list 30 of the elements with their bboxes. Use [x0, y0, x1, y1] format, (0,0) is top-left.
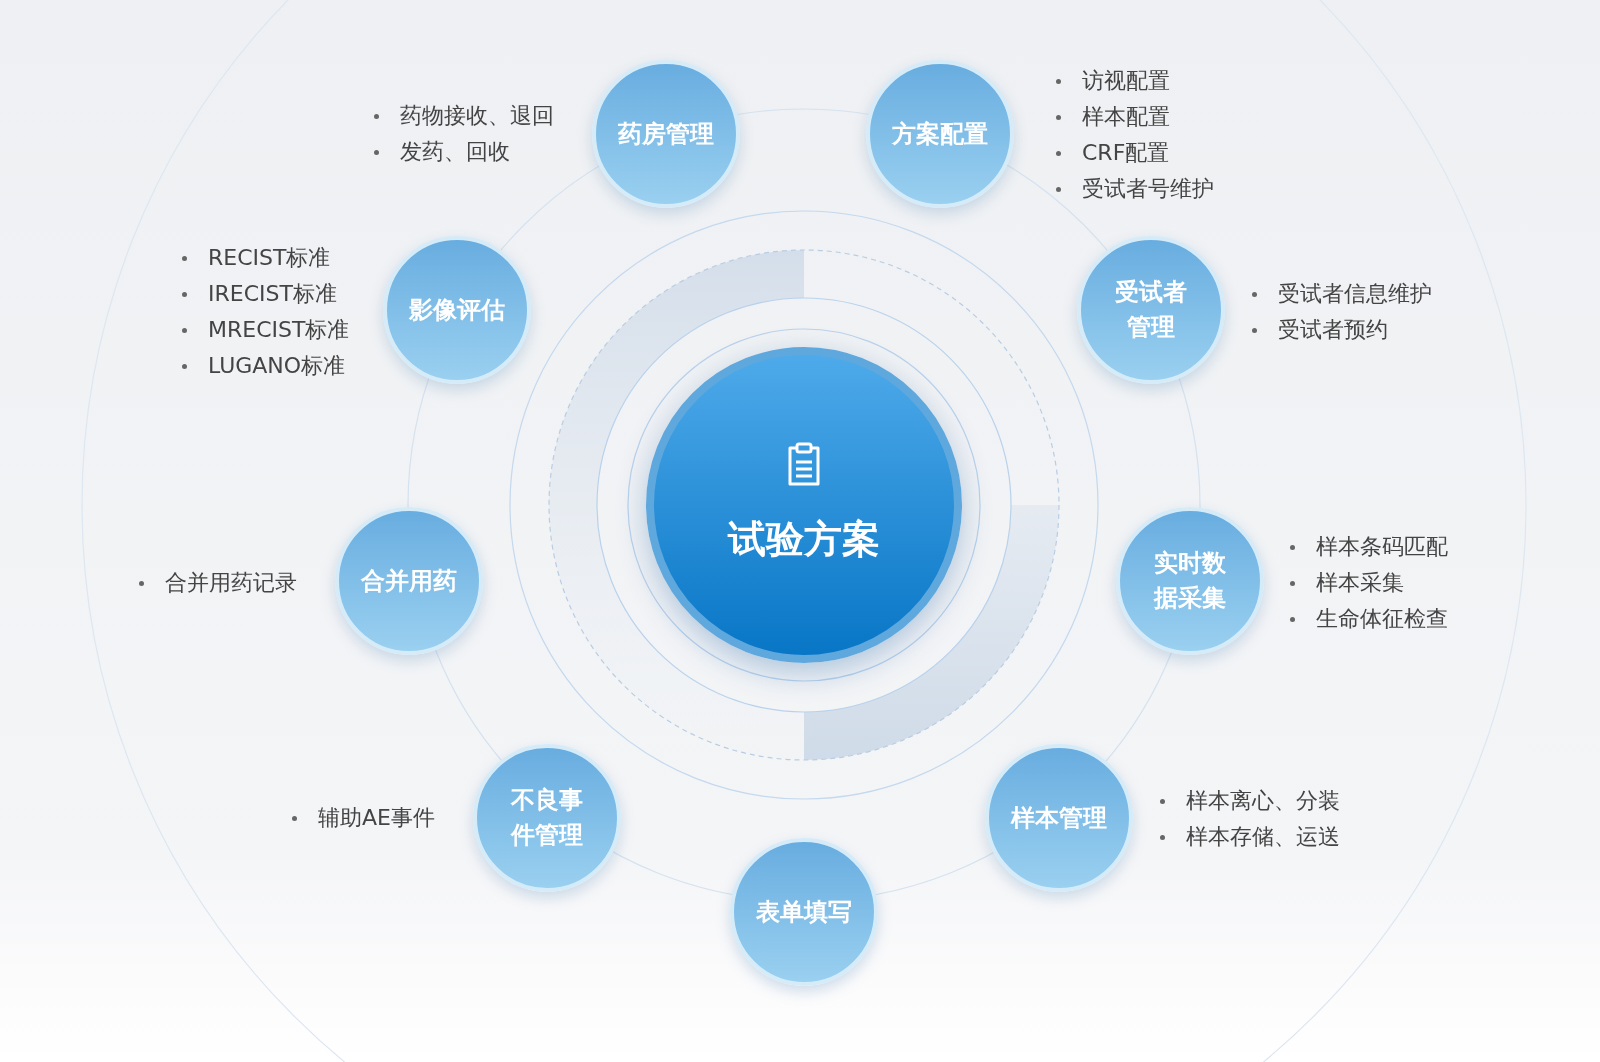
- feature-item: IRECIST标准: [208, 280, 337, 308]
- module-label: 方案配置: [892, 118, 988, 150]
- feature-item: 药物接收、退回: [400, 102, 554, 130]
- feature-item: 辅助AE事件: [318, 804, 435, 832]
- feature-item: 样本配置: [1082, 103, 1170, 131]
- feature-item: 样本条码匹配: [1316, 533, 1448, 561]
- feature-item: 访视配置: [1082, 67, 1170, 95]
- module-label: 影像评估: [409, 294, 505, 326]
- feature-item: 发药、回收: [400, 138, 510, 166]
- module-label: 表单填写: [756, 896, 852, 928]
- feature-item: 受试者预约: [1278, 316, 1388, 344]
- feature-item: 样本离心、分装: [1186, 787, 1340, 815]
- module-label: 样本管理: [1011, 802, 1107, 834]
- feature-item: LUGANO标准: [208, 352, 346, 380]
- module-label: 实时数据采集: [1152, 548, 1227, 614]
- feature-item: 合并用药记录: [165, 569, 297, 597]
- module-label: 受试者管理: [1114, 277, 1188, 343]
- feature-item: MRECIST标准: [208, 316, 350, 344]
- feature-item: 受试者号维护: [1082, 175, 1214, 203]
- feature-item: 样本采集: [1316, 569, 1404, 597]
- feature-item: CRF配置: [1082, 139, 1170, 167]
- hub-circle: [646, 347, 962, 663]
- module-label: 不良事件管理: [509, 785, 584, 851]
- feature-item: 样本存储、运送: [1186, 823, 1340, 851]
- feature-item: RECIST标准: [208, 244, 331, 272]
- module-label: 合并用药: [361, 565, 457, 597]
- feature-item: 受试者信息维护: [1278, 280, 1432, 308]
- module-label: 药房管理: [618, 118, 714, 150]
- feature-item: 生命体征检查: [1316, 605, 1448, 633]
- hub-title: 试验方案: [728, 516, 880, 564]
